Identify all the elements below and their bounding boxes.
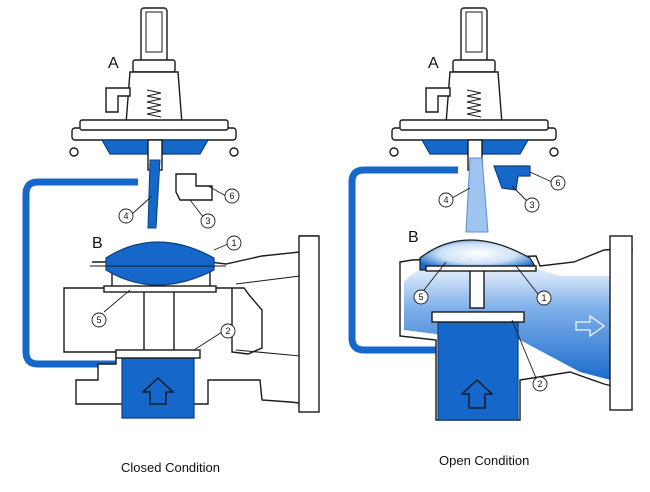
main-valve-body (63, 235, 320, 419)
control-passage (465, 157, 489, 233)
callout-2: 2 (225, 326, 230, 336)
pilot-valve (389, 7, 559, 191)
callout-2: 2 (537, 379, 542, 389)
chamber-label: B (408, 229, 419, 246)
open-valve: A B 1 2 3 4 5 (348, 7, 633, 421)
callout-3: 3 (205, 216, 210, 226)
callout-4: 4 (123, 211, 128, 221)
callout-4: 4 (443, 195, 448, 205)
callout-3: 3 (529, 200, 534, 210)
callouts: 1 2 3 4 5 6 (413, 171, 566, 392)
open-condition-caption: Open Condition (439, 453, 530, 468)
outlet-arrow-icon (575, 314, 606, 338)
callout-5: 5 (96, 315, 101, 325)
pilot-tubing (22, 178, 138, 368)
pilot-tubing (348, 166, 458, 354)
flow-arrow-icon (460, 379, 494, 409)
closed-valve: A B 1 2 3 4 5 (22, 7, 320, 419)
control-passage (147, 159, 161, 229)
callout-1: 1 (231, 238, 236, 248)
callout-1: 1 (541, 293, 546, 303)
main-valve-body (399, 235, 633, 421)
pilot-label: A (108, 55, 119, 72)
callout-6: 6 (555, 178, 560, 188)
pilot-valve (69, 7, 239, 201)
flow-arrow-icon (141, 377, 175, 405)
chamber-label: B (92, 235, 103, 252)
closed-condition-caption: Closed Condition (121, 460, 221, 475)
callouts: 1 2 3 4 5 6 (91, 185, 242, 351)
callout-5: 5 (418, 292, 423, 302)
pilot-label: A (428, 55, 439, 72)
callout-6: 6 (229, 191, 234, 201)
